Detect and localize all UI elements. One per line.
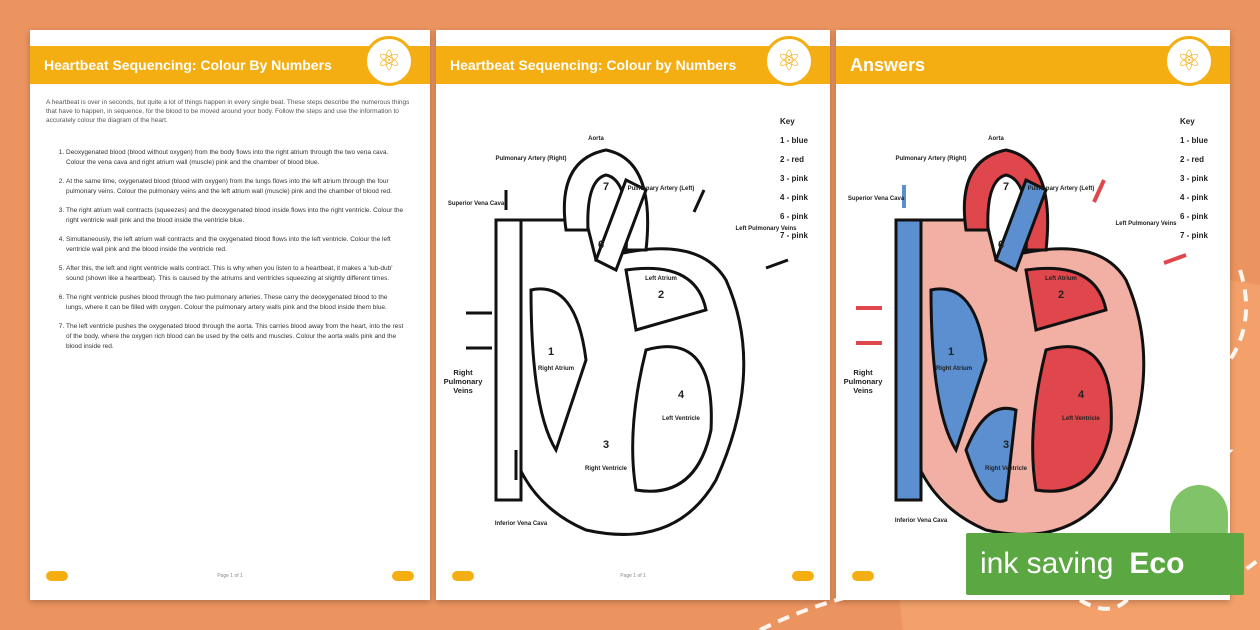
label-right-ventricle: Right Ventricle <box>985 466 1028 472</box>
label-left-pulmonary-veins: Left Pulmonary Veins <box>735 226 797 232</box>
colour-key: Key 1 - blue 2 - red 3 - pink 4 - pink 6… <box>1180 112 1208 245</box>
page-title: Heartbeat Sequencing: Colour By Numbers <box>30 46 430 84</box>
region-number: 6 <box>598 239 604 251</box>
label-inferior-vena-cava: Inferior Vena Cava <box>895 518 948 524</box>
label-inferior-vena-cava: Inferior Vena Cava <box>495 521 548 527</box>
label-aorta: Aorta <box>988 136 1004 142</box>
key-item: 6 - pink <box>779 212 808 221</box>
region-number: 6 <box>998 239 1004 251</box>
step: Deoxygenated blood (blood without oxygen… <box>66 148 406 168</box>
page-footer: Page 1 of 1 <box>452 570 814 582</box>
left-ventricle-wall <box>631 345 713 493</box>
left-atrium-wall <box>624 266 708 332</box>
vena-cava <box>494 218 523 502</box>
heart-diagram-outline: Aorta Pulmonary Artery (Right) Pulmonary… <box>448 136 797 536</box>
step: At the same time, oxygenated blood (bloo… <box>66 177 406 197</box>
step: The right atrium wall contracts (squeeze… <box>66 206 406 226</box>
star-icon <box>1170 361 1214 403</box>
ink-saving-eco-badge: ink saving Eco <box>966 533 1244 595</box>
label-right-atrium: Right Atrium <box>538 366 574 372</box>
label-right-atrium: Right Atrium <box>936 366 972 372</box>
worksheet-page: Heartbeat Sequencing: Colour By Numbers … <box>30 30 430 600</box>
brand-logo <box>452 571 474 581</box>
key-item: 4 - pink <box>1179 193 1208 202</box>
answers-page: Answers ⚛ Key 1 - blue 2 - red 3 - pink … <box>836 30 1230 600</box>
key-title: Key <box>779 117 795 126</box>
brand-logo <box>391 571 414 581</box>
label-aorta: Aorta <box>588 136 604 142</box>
key-item: 6 - pink <box>1179 212 1208 221</box>
star-icon <box>1132 436 1168 470</box>
region-number: 2 <box>1058 289 1064 301</box>
key-title: Key <box>1179 117 1195 126</box>
label-left-pulmonary-veins: Left Pulmonary Veins <box>1115 221 1177 227</box>
label-pulmonary-artery-right: Pulmonary Artery (Right) <box>495 156 566 162</box>
right-atrium-wall <box>529 287 588 454</box>
science-atom-logo: ⚛ <box>764 36 814 86</box>
key-item: 1 - blue <box>779 136 808 145</box>
colour-key: Key 1 - blue 2 - red 3 - pink 4 - pink 6… <box>780 112 808 245</box>
brand-logo <box>46 571 68 581</box>
step: The left ventricle pushes the oxygenated… <box>66 322 406 352</box>
region-number: 4 <box>678 389 685 401</box>
label-pulmonary-artery-right: Pulmonary Artery (Right) <box>895 156 966 162</box>
region-number: 4 <box>1078 389 1085 401</box>
region-number: 3 <box>1003 439 1009 451</box>
page-footer: Page 1 of 1 <box>46 570 414 582</box>
intro-text: A heartbeat is over in seconds, but quit… <box>46 99 410 124</box>
heart-diagram-coloured: Aorta Pulmonary Artery (Right) Pulmonary… <box>848 136 1187 536</box>
brand-logo <box>852 571 874 581</box>
key-item: 2 - red <box>1179 155 1204 164</box>
region-number: 1 <box>948 346 954 358</box>
page-number: Page 1 of 1 <box>620 573 646 579</box>
region-number: 7 <box>603 181 609 193</box>
label-pulmonary-artery-left: Pulmonary Artery (Left) <box>1028 186 1095 192</box>
label-left-ventricle: Left Ventricle <box>1062 416 1100 422</box>
label-right-ventricle: Right Ventricle <box>585 466 628 472</box>
key-item: 3 - pink <box>779 174 808 183</box>
key-item: 2 - red <box>779 155 804 164</box>
key-item: 1 - blue <box>1179 136 1208 145</box>
region-number: 7 <box>1003 181 1009 193</box>
star-icon <box>1195 436 1234 473</box>
step: The right ventricle pushes blood through… <box>66 293 406 313</box>
region-number: 3 <box>603 439 609 451</box>
step: After this, the left and right ventricle… <box>66 264 406 284</box>
steps-list: Deoxygenated blood (blood without oxygen… <box>54 148 406 361</box>
label-left-atrium: Left Atrium <box>1045 276 1077 282</box>
region-number: 1 <box>548 346 554 358</box>
label-right-pulmonary-veins: Right Pulmonary Veins <box>443 368 483 395</box>
step: Simultaneously, the left atrium wall con… <box>66 235 406 255</box>
key-item: 7 - pink <box>1179 231 1208 240</box>
page-footer <box>852 570 1214 582</box>
label-left-ventricle: Left Ventricle <box>662 416 700 422</box>
science-atom-logo: ⚛ <box>364 36 414 86</box>
region-number: 2 <box>658 289 664 301</box>
brand-logo <box>791 571 814 581</box>
diagram-page: Heartbeat Sequencing: Colour by Numbers … <box>436 30 830 600</box>
label-right-pulmonary-veins: Right Pulmonary Veins <box>843 368 883 395</box>
pulmonary-artery <box>594 177 648 273</box>
key-item: 4 - pink <box>779 193 808 202</box>
label-superior-vena-cava: Superior Vena Cava <box>848 196 905 202</box>
label-left-atrium: Left Atrium <box>645 276 677 282</box>
science-atom-logo: ⚛ <box>1164 36 1214 86</box>
label-superior-vena-cava: Superior Vena Cava <box>448 201 505 207</box>
label-pulmonary-artery-left: Pulmonary Artery (Left) <box>628 186 695 192</box>
key-item: 3 - pink <box>1179 174 1208 183</box>
badge-eco-label: Eco <box>1129 547 1185 580</box>
page-number: Page 1 of 1 <box>217 573 243 579</box>
badge-text: ink saving <box>980 547 1114 580</box>
key-item: 7 - pink <box>779 231 808 240</box>
